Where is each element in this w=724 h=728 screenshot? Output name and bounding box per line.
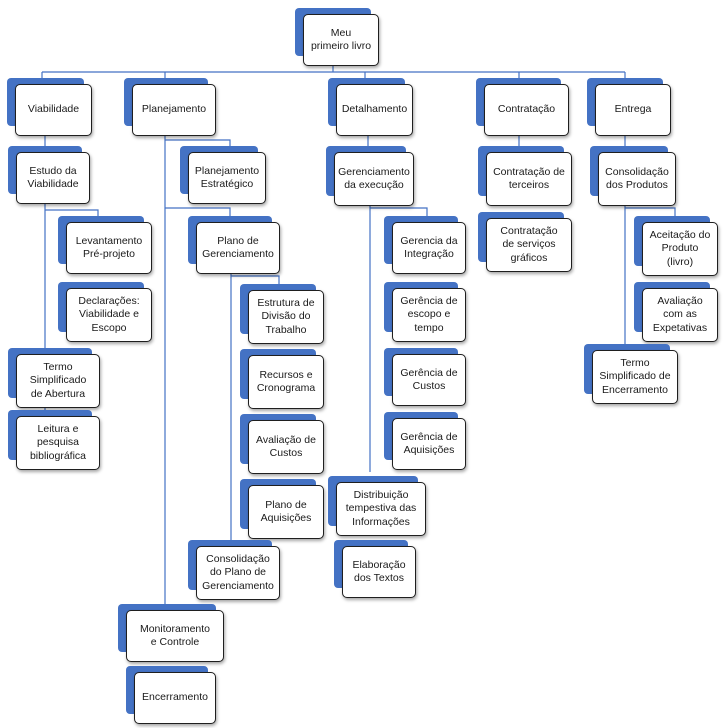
node-avaliacao-de-custos[interactable]: Avaliação de Custos (240, 414, 324, 474)
node-levantamento-pre-projeto[interactable]: Levantamento Pré-projeto (58, 216, 152, 274)
node-label: Entrega (614, 103, 652, 116)
node-elaboracao-textos[interactable]: Elaboração dos Textos (334, 540, 416, 598)
node-avaliacao-expetativas[interactable]: Avaliação com as Expetativas (634, 282, 718, 342)
node-planejamento[interactable]: Planejamento (124, 78, 216, 136)
node-label: Estrutura de Divisão do Trabalho (257, 297, 315, 336)
node-label: Levantamento Pré-projeto (75, 234, 143, 260)
node-plano-de-gerenciamento[interactable]: Plano de Gerenciamento (188, 216, 280, 274)
node-aceitacao-produto[interactable]: Aceitação do Produto (livro) (634, 216, 718, 276)
node-consolidacao-produtos[interactable]: Consolidação dos Produtos (590, 146, 676, 206)
node-label: Termo Simplificado de Abertura (29, 361, 87, 400)
node-label: Consolidação dos Produtos (605, 165, 669, 191)
node-label: Gerência de escopo e tempo (400, 295, 458, 334)
node-leitura-e-pesquisa[interactable]: Leitura e pesquisa bibliográfica (8, 410, 100, 470)
node-encerramento[interactable]: Encerramento (126, 666, 216, 724)
node-contratacao-terceiros[interactable]: Contratação de terceiros (478, 146, 572, 206)
node-label: Detalhamento (341, 103, 408, 116)
node-label: Declarações: Viabilidade e Escopo (78, 295, 140, 334)
node-consolidacao-plano[interactable]: Consolidação do Plano de Gerenciamento (188, 540, 280, 600)
node-distribuicao-informacoes[interactable]: Distribuição tempestiva das Informações (328, 476, 426, 536)
node-recursos-e-cronograma[interactable]: Recursos e Cronograma (240, 349, 324, 409)
node-label: Contratação (497, 103, 556, 116)
node-label: Planejamento (141, 103, 207, 116)
node-estudo-da-viabilidade[interactable]: Estudo da Viabilidade (8, 146, 90, 204)
node-label: Elaboração dos Textos (352, 558, 406, 584)
node-label: Gerência de Aquisições (400, 430, 458, 456)
node-label: Plano de Gerenciamento (202, 234, 274, 260)
node-planejamento-estrategico[interactable]: Planejamento Estratégico (180, 146, 266, 204)
node-label: Gerencia da Integração (400, 234, 458, 260)
node-label: Avaliação de Custos (256, 433, 316, 459)
node-label: Aceitação do Produto (livro) (649, 229, 711, 268)
node-declaracoes[interactable]: Declarações: Viabilidade e Escopo (58, 282, 152, 342)
node-gerenciamento-execucao[interactable]: Gerenciamento da execução (326, 146, 414, 206)
node-label: Gerenciamento da execução (338, 165, 410, 191)
node-label: Distribuição tempestiva das Informações (345, 489, 417, 528)
node-label: Gerência de Custos (400, 366, 458, 392)
node-label: Monitoramento e Controle (139, 622, 211, 648)
node-label: Termo Simplificado de Encerramento (599, 357, 671, 396)
node-plano-de-aquisicoes[interactable]: Plano de Aquisições (240, 479, 324, 539)
node-termo-de-abertura[interactable]: Termo Simplificado de Abertura (8, 348, 100, 408)
node-estrutura-divisao-trabalho[interactable]: Estrutura de Divisão do Trabalho (240, 284, 324, 344)
node-label: Viabilidade (27, 103, 80, 116)
node-termo-encerramento[interactable]: Termo Simplificado de Encerramento (584, 344, 678, 404)
node-label: Recursos e Cronograma (256, 368, 316, 394)
node-label: Avaliação com as Expetativas (652, 295, 708, 334)
node-gerencia-custos[interactable]: Gerência de Custos (384, 348, 466, 406)
node-label: Plano de Aquisições (260, 498, 312, 524)
node-entrega[interactable]: Entrega (587, 78, 671, 136)
node-card (303, 14, 379, 66)
node-label: Contratação de terceiros (493, 165, 565, 191)
node-label: Estudo da Viabilidade (27, 164, 79, 190)
node-label: Consolidação do Plano de Gerenciamento (202, 553, 274, 592)
node-label: Meu primeiro livro (310, 26, 372, 52)
node-detalhamento[interactable]: Detalhamento (328, 78, 413, 136)
node-viabilidade[interactable]: Viabilidade (7, 78, 92, 136)
node-label: Planejamento Estratégico (194, 164, 260, 190)
node-monitoramento-e-controle[interactable]: Monitoramento e Controle (118, 604, 224, 662)
node-gerencia-aquisicoes[interactable]: Gerência de Aquisições (384, 412, 466, 470)
node-contratacao[interactable]: Contratação (476, 78, 569, 136)
node-gerencia-escopo-tempo[interactable]: Gerência de escopo e tempo (384, 282, 466, 342)
node-meu-primeiro-livro[interactable]: Meu primeiro livro (295, 8, 379, 66)
node-contratacao-servicos-graficos[interactable]: Contratação de serviços gráficos (478, 212, 572, 272)
node-label: Leitura e pesquisa bibliográfica (29, 423, 87, 462)
node-label: Encerramento (142, 691, 208, 704)
node-label: Contratação de serviços gráficos (500, 225, 558, 264)
node-gerencia-integracao[interactable]: Gerencia da Integração (384, 216, 466, 274)
